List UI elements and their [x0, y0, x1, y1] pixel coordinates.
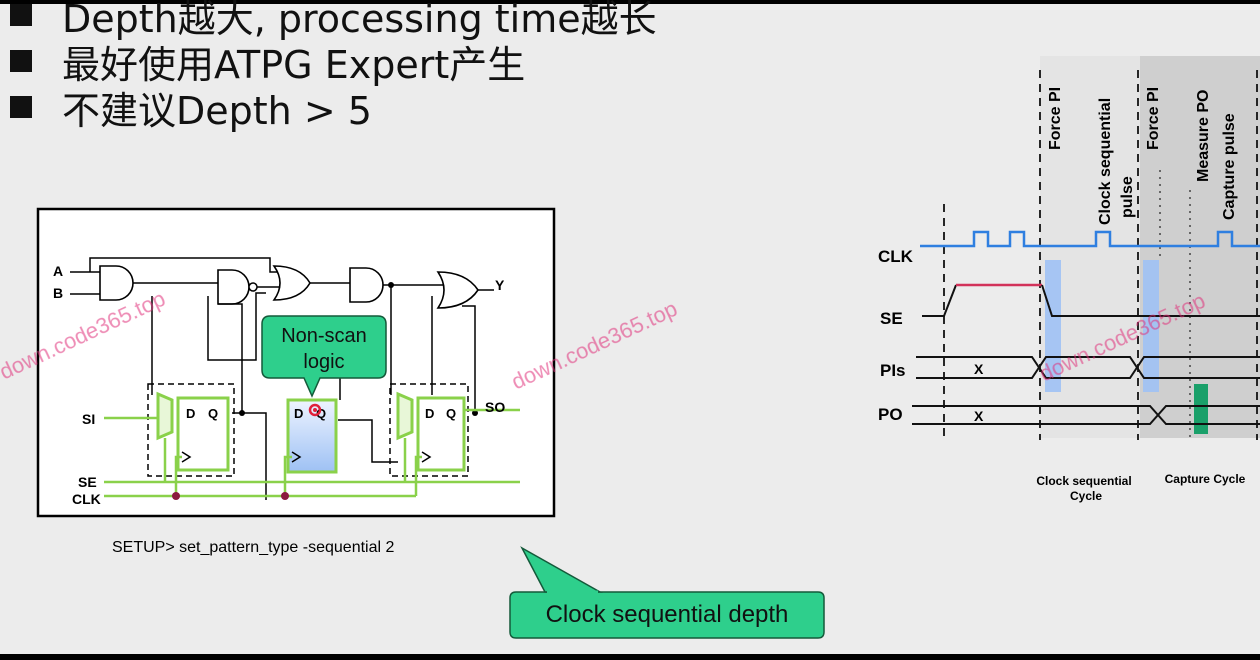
clk-junction-dot — [172, 492, 180, 500]
fault-marker-dot — [313, 408, 317, 412]
scan-mux-3 — [396, 391, 414, 441]
bullet-square-icon — [10, 4, 32, 26]
and-gate-4 — [349, 267, 384, 303]
wire-v7 — [462, 305, 476, 413]
signal-label-clk: CLK — [878, 247, 914, 266]
bullet-text: 不建议Depth > 5 — [62, 88, 372, 133]
event-force-pi-1: Force PI — [1047, 87, 1064, 150]
wire-v3 — [218, 303, 243, 413]
clk-waveform — [920, 230, 1260, 248]
or-gate-3 — [272, 265, 311, 301]
input-b-label: B — [53, 285, 63, 301]
po-x-marker: X — [974, 408, 984, 424]
wire-v2 — [207, 292, 266, 361]
wire-ff1-q — [232, 412, 267, 500]
pis-x-marker: X — [974, 361, 984, 377]
force-pi-highlight-2 — [1143, 260, 1159, 392]
depth-callout-text: Clock sequential depth — [546, 601, 789, 628]
non-scan-callout — [261, 315, 387, 398]
callout-text-line1: Non-scan — [281, 325, 367, 347]
depth-callout-box — [509, 591, 825, 639]
ff3-clock-arrow-icon — [421, 451, 432, 463]
force-pi-highlight-1 — [1045, 260, 1061, 392]
ff3-d-label: D — [425, 406, 434, 421]
event-capture-pulse: Capture pulse — [1221, 113, 1238, 220]
signal-label-se: SE — [880, 309, 903, 328]
se-waveform-rise — [922, 284, 957, 317]
clk-junction-dot — [281, 492, 289, 500]
depth-callout-pointer — [520, 546, 603, 593]
frame-bottom-bar — [0, 654, 1260, 660]
circuit-diagram: A B Y — [36, 207, 556, 556]
timing-diagram: CLK SE PIs PO X X Force PI Clock sequent… — [878, 56, 1260, 503]
frame-top-bar — [0, 0, 1260, 4]
bullet-list: Depth越大, processing time越长 最好使用ATPG Expe… — [0, 0, 700, 133]
callout-text-line2: logic — [303, 351, 344, 373]
po-waveform-b — [912, 405, 1260, 425]
fault-marker-icon — [308, 403, 322, 417]
bullet-item: 最好使用ATPG Expert产生 — [0, 38, 700, 87]
ff1-clock-arrow-icon — [181, 451, 192, 463]
depth-callout-group: Clock sequential depth — [509, 546, 825, 639]
se-waveform-fall — [1041, 284, 1260, 317]
ff2-d-label: D — [294, 406, 303, 421]
ff1-q-label: Q — [208, 406, 218, 421]
event-force-pi-2: Force PI — [1145, 87, 1162, 150]
wire-ff2-ff3 — [338, 419, 398, 463]
junction-dot — [472, 410, 478, 416]
clk-label: CLK — [72, 491, 101, 507]
cycle-label-seq-1: Clock sequential — [1036, 474, 1131, 488]
bullet-square-icon — [10, 50, 32, 72]
output-y-label: Y — [495, 277, 505, 293]
bullet-square-icon — [10, 96, 32, 118]
cycle-label-seq-2: Cycle — [1070, 489, 1102, 503]
cycle-label-capture: Capture Cycle — [1165, 472, 1246, 486]
and-gate-1 — [99, 265, 134, 301]
setup-command: SETUP> set_pattern_type -sequential 2 — [112, 539, 394, 556]
or-gate-5 — [436, 271, 479, 309]
signal-label-pis: PIs — [880, 361, 906, 380]
event-measure-po: Measure PO — [1195, 90, 1212, 182]
so-label: SO — [485, 399, 505, 415]
nand-bubble — [248, 282, 258, 292]
scan-mux-1 — [156, 391, 174, 441]
bullet-item: 不建议Depth > 5 — [0, 84, 700, 133]
nand-gate-2 — [217, 269, 250, 305]
scan-cell-1-outline — [147, 383, 235, 477]
bullet-item: Depth越大, processing time越长 — [0, 0, 700, 41]
bullet-text: Depth越大, processing time越长 — [62, 0, 657, 41]
ff3-q-label: Q — [446, 406, 456, 421]
scan-flop-3 — [416, 396, 466, 472]
clk-ff2 — [283, 455, 292, 496]
scan-flop-1 — [176, 396, 230, 472]
pis-waveform-b — [916, 356, 1260, 379]
clk-ff3 — [414, 455, 422, 496]
event-clock-seq-1: Clock sequential — [1097, 98, 1114, 225]
signal-label-po: PO — [878, 405, 903, 424]
scan-cell-3-outline — [389, 383, 469, 477]
input-a-label: A — [53, 263, 63, 279]
si-label: SI — [82, 411, 95, 427]
se-label: SE — [78, 474, 97, 490]
ff2-q-label: Q — [316, 406, 326, 421]
measure-po-highlight — [1194, 384, 1208, 434]
bullet-text: 最好使用ATPG Expert产生 — [62, 42, 526, 87]
clk-ff1 — [174, 455, 182, 496]
event-clock-seq-2: pulse — [1119, 176, 1136, 218]
pis-waveform-a — [916, 356, 1260, 379]
wire-feed-top — [89, 257, 282, 273]
ff1-d-label: D — [186, 406, 195, 421]
ff2-clock-arrow-icon — [291, 451, 302, 463]
